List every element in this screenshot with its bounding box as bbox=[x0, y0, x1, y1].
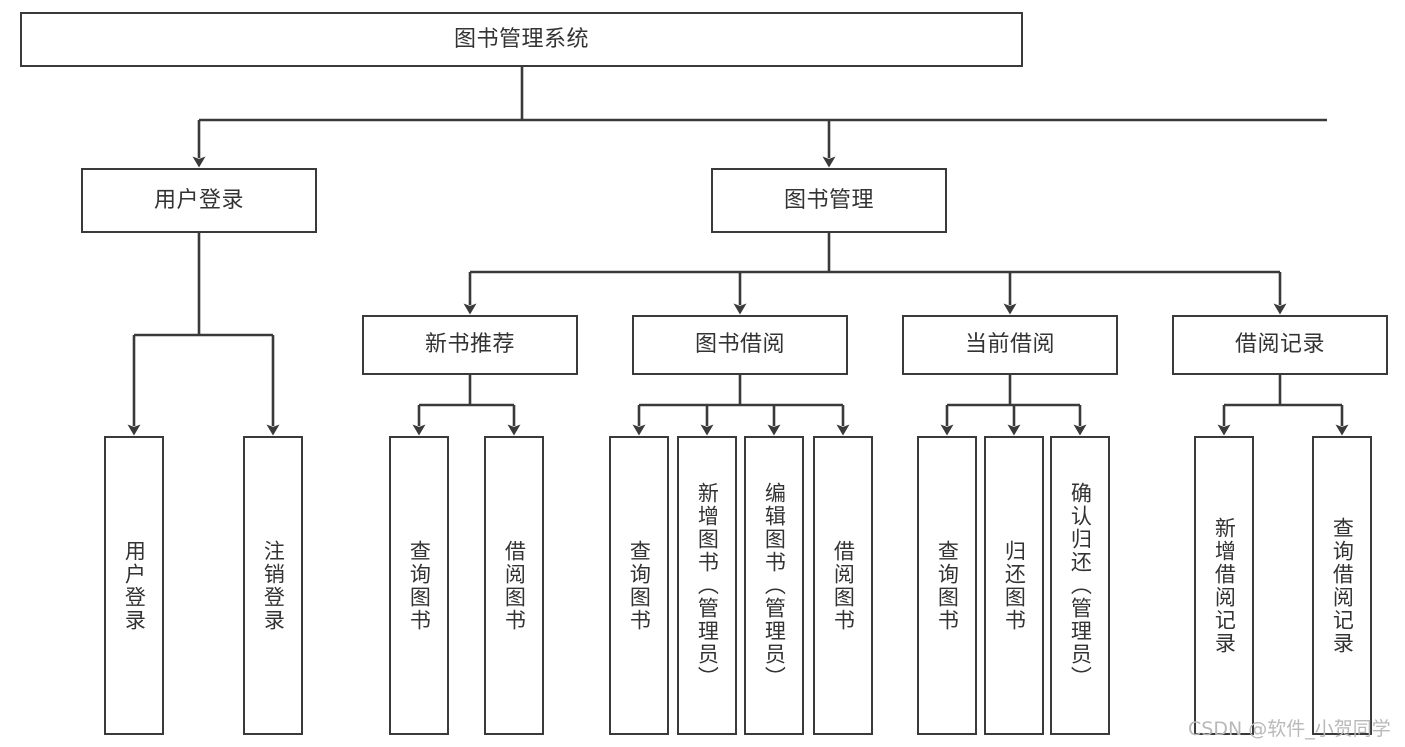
node-label: 新书推荐 bbox=[424, 332, 515, 358]
node-label: 查询图书 bbox=[407, 539, 432, 632]
node-new-book-recommendation[interactable]: 新书推荐 bbox=[362, 315, 578, 375]
leaf-borrow-book-recommend[interactable]: 借阅图书 bbox=[484, 436, 544, 735]
leaf-logout[interactable]: 注销登录 bbox=[243, 436, 303, 735]
leaf-query-book-recommend[interactable]: 查询图书 bbox=[389, 436, 449, 735]
leaf-query-borrowing-record[interactable]: 查询借阅记录 bbox=[1312, 436, 1372, 735]
node-borrowing-records[interactable]: 借阅记录 bbox=[1172, 315, 1388, 375]
node-label: 图书管理 bbox=[783, 187, 874, 213]
node-label: 确认归还（管理员） bbox=[1068, 482, 1093, 689]
node-label: 查询图书 bbox=[935, 539, 960, 632]
leaf-add-borrowing-record[interactable]: 新增借阅记录 bbox=[1194, 436, 1254, 735]
node-root-book-management-system[interactable]: 图书管理系统 bbox=[20, 12, 1023, 67]
node-label: 借阅图书 bbox=[831, 539, 856, 632]
node-label: 当前借阅 bbox=[964, 332, 1055, 358]
node-label: 新增借阅记录 bbox=[1212, 516, 1237, 655]
node-label: 图书借阅 bbox=[694, 332, 785, 358]
node-label: 用户登录 bbox=[122, 539, 147, 632]
node-label: 新增图书（管理员） bbox=[695, 482, 720, 689]
node-label: 图书管理系统 bbox=[453, 26, 589, 52]
node-label: 用户登录 bbox=[153, 187, 244, 213]
node-label: 借阅图书 bbox=[502, 539, 527, 632]
node-label: 查询借阅记录 bbox=[1330, 516, 1355, 655]
node-current-borrowing[interactable]: 当前借阅 bbox=[902, 315, 1118, 375]
leaf-confirm-return-admin[interactable]: 确认归还（管理员） bbox=[1050, 436, 1110, 735]
node-book-borrowing[interactable]: 图书借阅 bbox=[632, 315, 848, 375]
leaf-return-book[interactable]: 归还图书 bbox=[984, 436, 1044, 735]
node-book-management[interactable]: 图书管理 bbox=[711, 168, 947, 233]
node-label: 查询图书 bbox=[627, 539, 652, 632]
leaf-borrow-book-borrowing[interactable]: 借阅图书 bbox=[813, 436, 873, 735]
node-label: 借阅记录 bbox=[1234, 332, 1325, 358]
leaf-query-book-current[interactable]: 查询图书 bbox=[917, 436, 977, 735]
csdn-watermark: CSDN @软件_小贺同学 bbox=[1188, 718, 1391, 740]
leaf-query-book-borrowing[interactable]: 查询图书 bbox=[609, 436, 669, 735]
node-user-login[interactable]: 用户登录 bbox=[81, 168, 317, 233]
node-label: 注销登录 bbox=[261, 539, 286, 632]
leaf-edit-book-admin[interactable]: 编辑图书（管理员） bbox=[744, 436, 804, 735]
node-label: 编辑图书（管理员） bbox=[762, 482, 787, 689]
node-label: 归还图书 bbox=[1002, 539, 1027, 632]
leaf-user-login[interactable]: 用户登录 bbox=[104, 436, 164, 735]
leaf-add-book-admin[interactable]: 新增图书（管理员） bbox=[677, 436, 737, 735]
